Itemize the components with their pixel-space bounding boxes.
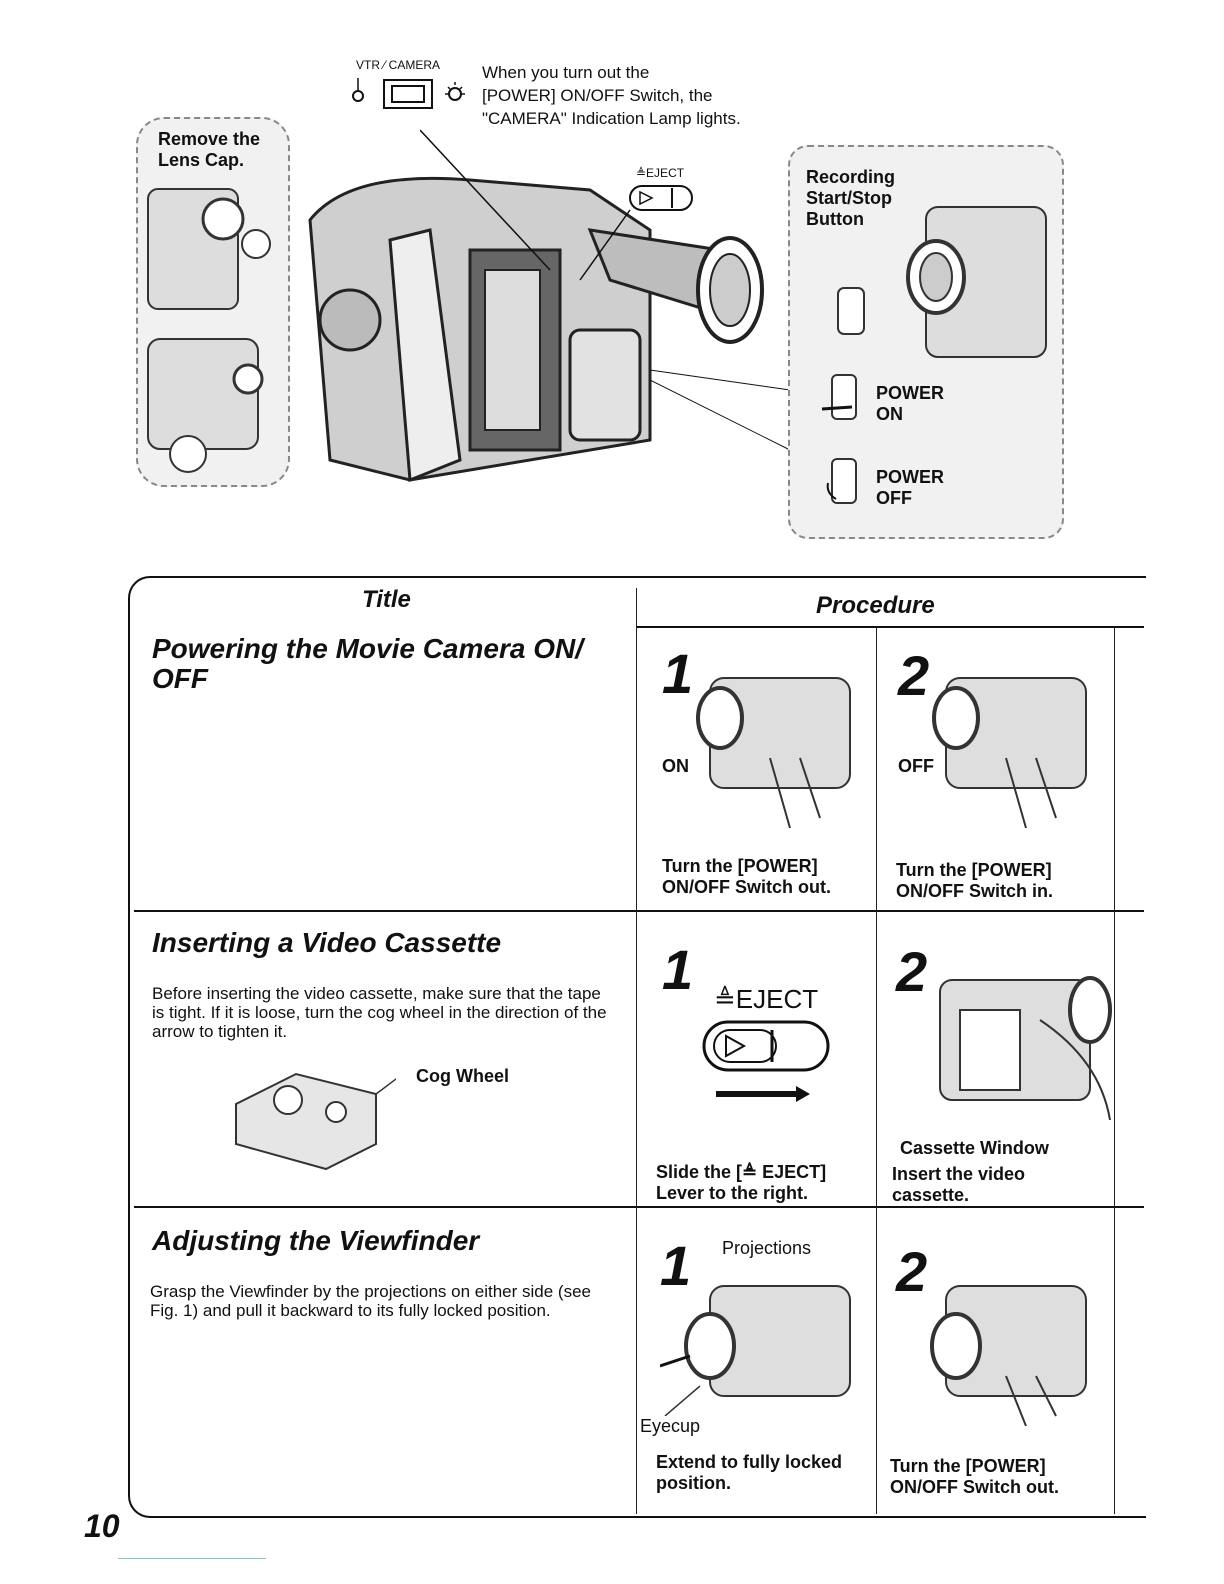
switch-label: VTR ⁄ CAMERA	[356, 58, 441, 72]
row1-step1-fig-label: ON	[662, 756, 689, 776]
power-on-icon	[821, 374, 857, 420]
callout-lines	[420, 129, 791, 451]
row-title-viewfinder: Adjusting the Viewfinder	[152, 1225, 480, 1256]
right-edge-line	[1114, 628, 1115, 1514]
row1-step2-number: 2	[898, 644, 930, 707]
row2-step1-number: 1	[662, 938, 694, 1001]
eject-label: ≜EJECT	[636, 166, 685, 180]
row-divider-1	[134, 910, 1144, 912]
rec-camera-illustration	[906, 206, 1047, 358]
eject-slider-icon	[702, 1020, 830, 1102]
row2-step1-caption: Slide the [≜ EJECT] Lever to the right.	[656, 1162, 827, 1203]
row3-step1-figure	[660, 1285, 851, 1416]
row2-step2-fig-label: Cassette Window	[900, 1138, 1049, 1158]
power-off-label: POWER OFF	[876, 467, 945, 508]
rec-button-label: Recording Start/Stop Button	[806, 167, 896, 229]
row1-step1-caption: Turn the [POWER] ON/OFF Switch out.	[662, 856, 831, 897]
procedure-header: Procedure	[816, 592, 935, 619]
lens-cap-label: Remove the Lens Cap.	[158, 129, 261, 170]
lens-cap-inset: Remove the Lens Cap.	[136, 117, 290, 487]
row1-step1-number: 1	[662, 642, 694, 705]
row3-step1-projections-label: Projections	[722, 1238, 812, 1258]
title-column-divider	[636, 588, 637, 1514]
row-title-power: Powering the Movie Camera ON/ OFF	[152, 633, 583, 694]
row2-step2-figure	[939, 976, 1112, 1121]
row3-step1-eyecup-label: Eyecup	[640, 1416, 701, 1436]
row3-step2-number: 2	[896, 1240, 928, 1303]
step-column-divider	[876, 628, 877, 1514]
lamp-note: When you turn out the [POWER] ON/OFF Swi…	[482, 63, 741, 128]
row1-step2-fig-label: OFF	[898, 756, 934, 776]
eject-callout: ≜EJECT	[620, 166, 700, 216]
row1-step1-figure	[696, 677, 851, 828]
row3-step2-figure	[930, 1285, 1087, 1426]
row3-step1-caption: Extend to fully locked position.	[656, 1452, 843, 1493]
row-body-cassette: Before inserting the video cassette, mak…	[152, 984, 607, 1041]
title-header: Title	[362, 586, 411, 613]
row2-step2-number: 2	[896, 940, 928, 1003]
eject-lever-icon	[629, 185, 693, 211]
row2-step1-eject-label: ≜EJECT	[714, 984, 819, 1014]
lens-cap-illustration	[147, 188, 271, 473]
cog-wheel-label: Cog Wheel	[416, 1066, 509, 1086]
procedure-table	[128, 576, 1146, 1518]
vtr-camera-indicator: VTR ⁄ CAMERA	[340, 58, 470, 109]
row-divider-2	[134, 1206, 1144, 1208]
row2-step2-caption: Insert the video cassette.	[892, 1164, 1026, 1205]
camera-main-illustration	[308, 176, 764, 483]
cassette-illustration	[235, 1072, 396, 1171]
row3-step1-number: 1	[660, 1234, 692, 1297]
row1-step2-figure	[932, 677, 1087, 828]
indicator-switch-icon	[352, 78, 465, 109]
header-divider	[636, 626, 1144, 628]
page-number: 10	[84, 1508, 120, 1544]
row3-step2-caption: Turn the [POWER] ON/OFF Switch out.	[890, 1456, 1059, 1497]
footer-rule	[118, 1558, 266, 1559]
row-body-viewfinder: Grasp the Viewfinder by the projections …	[150, 1282, 591, 1320]
row-title-cassette: Inserting a Video Cassette	[152, 927, 502, 958]
power-on-label: POWER ON	[876, 383, 945, 424]
row1-step2-caption: Turn the [POWER] ON/OFF Switch in.	[896, 860, 1053, 901]
controls-inset: Recording Start/Stop Button POWER ON POW…	[788, 145, 1064, 539]
rec-button-icon	[837, 287, 865, 335]
power-off-icon	[826, 458, 857, 504]
